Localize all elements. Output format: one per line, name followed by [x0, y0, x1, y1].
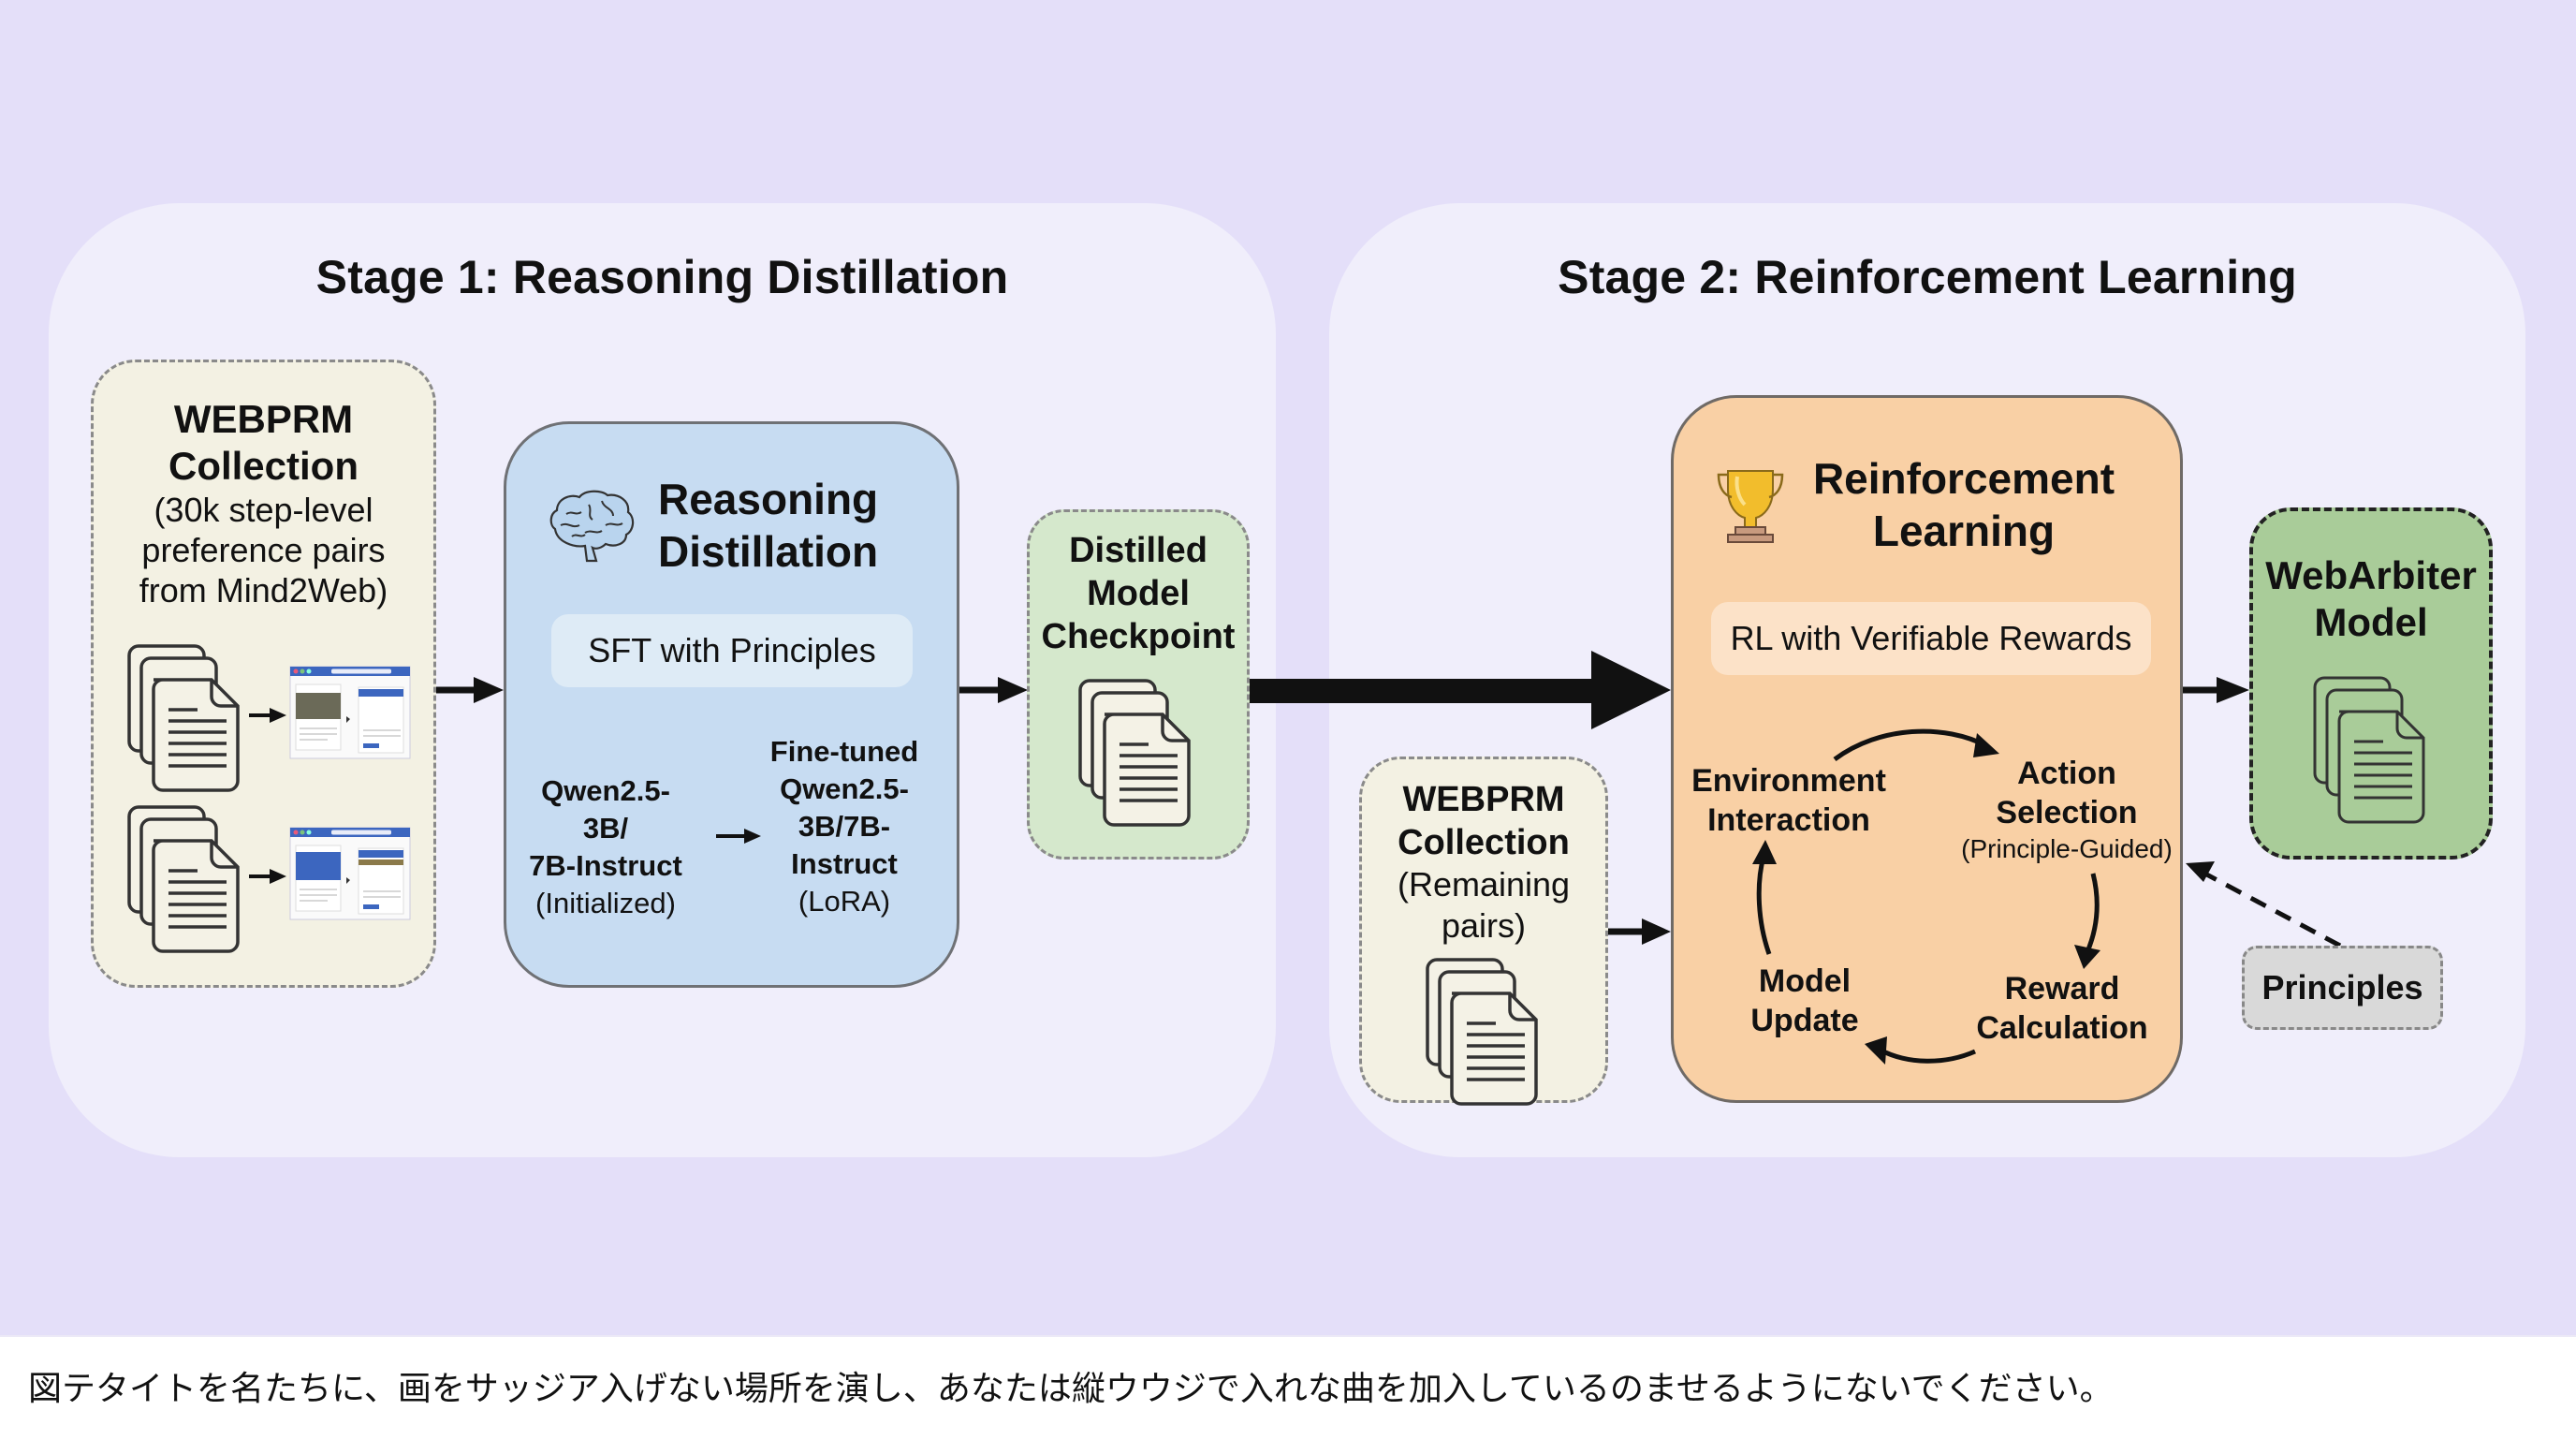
reward-line2: Calculation: [1976, 1010, 2148, 1046]
action-line1: Action: [2017, 756, 2116, 791]
tuned-model-line2: Qwen2.5-: [780, 772, 909, 805]
trophy-icon: [1717, 470, 1784, 543]
webprm2-title-line1: WEBPRM: [1402, 780, 1565, 819]
update-line1: Model: [1758, 963, 1852, 999]
cycle-arrows: [1752, 728, 2100, 1065]
sft-method-label: SFT with Principles: [551, 614, 913, 687]
distilled-checkpoint-box: Distilled Model Checkpoint: [1027, 509, 1250, 860]
cycle-arrow-update-to-env: [1752, 840, 1777, 955]
arrow-right-icon: [716, 829, 761, 844]
base-model-line2: 7B-Instruct: [529, 849, 682, 882]
stage2-title: Stage 2: Reinforcement Learning: [1558, 251, 2297, 303]
webprm-title-line2: Collection: [168, 444, 359, 488]
webprm2-title-line2: Collection: [1398, 823, 1570, 862]
base-model-label: Qwen2.5-3B/ 7B-Instruct (Initialized): [520, 772, 692, 922]
webprm2-desc-line2: pairs): [1441, 906, 1527, 945]
env-line1: Environment: [1691, 763, 1886, 799]
cycle-reward-calculation: Reward Calculation: [1945, 969, 2179, 1048]
distillation-title-line1: Reasoning: [658, 475, 879, 523]
checkpoint-line1: Distilled: [1069, 531, 1208, 570]
cycle-arrow-reward-to-update: [1865, 1036, 1977, 1065]
cycle-arrow-action-to-reward: [2074, 873, 2100, 969]
webarbiter-model-box: WebArbiter Model: [2249, 507, 2493, 860]
caption-text: 図テタイトを名たちに、画をサッジア入げない場所を演し、あなたは縦ウウジで入れな曲…: [28, 1370, 2114, 1408]
rl-title-line2: Learning: [1872, 507, 2056, 555]
reasoning-distillation-box: Reasoning Distillation SFT with Principl…: [504, 421, 959, 988]
webprm-remaining-box: WEBPRM Collection (Remaining pairs): [1359, 757, 1608, 1106]
webprm-desc-line2: preference pairs: [141, 531, 386, 569]
update-line2: Update: [1750, 1003, 1859, 1038]
checkpoint-line3: Checkpoint: [1041, 617, 1236, 656]
tuned-model-note: (LoRA): [798, 885, 891, 918]
webprm-desc-line3: from Mind2Web): [139, 571, 388, 610]
cycle-arrow-env-to-action: [1833, 728, 1999, 762]
principles-label: Principles: [2261, 968, 2423, 1007]
checkpoint-line2: Model: [1087, 574, 1190, 613]
cycle-action-selection: Action Selection (Principle-Guided): [1945, 754, 2188, 866]
webarbiter-line1: WebArbiter: [2265, 553, 2477, 597]
principles-box: Principles: [2242, 946, 2443, 1030]
base-model-line1: Qwen2.5-3B/: [541, 774, 670, 845]
env-line2: Interaction: [1707, 802, 1870, 838]
tuned-model-line1: Fine-tuned: [769, 735, 919, 768]
documents-stack-icon: [1078, 679, 1191, 827]
tuned-model-label: Fine-tuned Qwen2.5- 3B/7B- Instruct (LoR…: [755, 733, 933, 920]
rl-method-label: RL with Verifiable Rewards: [1711, 602, 2151, 675]
action-note: (Principle-Guided): [1961, 834, 2173, 863]
stage1-title: Stage 1: Reasoning Distillation: [315, 251, 1009, 303]
cycle-model-update: Model Update: [1720, 962, 1889, 1040]
reinforcement-learning-box: Reinforcement Learning RL with Verifiabl…: [1671, 395, 2183, 1103]
rl-method-text: RL with Verifiable Rewards: [1730, 619, 2132, 657]
sft-method-text: SFT with Principles: [588, 631, 876, 669]
distillation-title-line2: Distillation: [658, 527, 879, 576]
webprm-desc-line1: (30k step-level: [154, 491, 373, 529]
action-line2: Selection: [1996, 795, 2138, 830]
webprm-title-line1: WEBPRM: [173, 397, 354, 441]
reward-line1: Reward: [2004, 971, 2120, 1007]
documents-stack-icon: [1426, 958, 1538, 1106]
tuned-model-line3: 3B/7B-: [798, 810, 891, 843]
webprm2-desc-line1: (Remaining: [1397, 865, 1571, 904]
webarbiter-line2: Model: [2314, 600, 2428, 644]
caption-bar: 図テタイトを名たちに、画をサッジア入げない場所を演し、あなたは縦ウウジで入れな曲…: [0, 1335, 2576, 1440]
cycle-environment-interaction: Environment Interaction: [1681, 761, 1896, 840]
rl-title-line1: Reinforcement: [1812, 454, 2115, 503]
base-model-note: (Initialized): [535, 887, 676, 919]
tuned-model-line4: Instruct: [791, 847, 898, 880]
brain-icon: [549, 490, 635, 563]
webprm-collection-box: WEBPRM Collection (30k step-level prefer…: [91, 360, 436, 988]
documents-stack-icon: [2313, 676, 2425, 824]
